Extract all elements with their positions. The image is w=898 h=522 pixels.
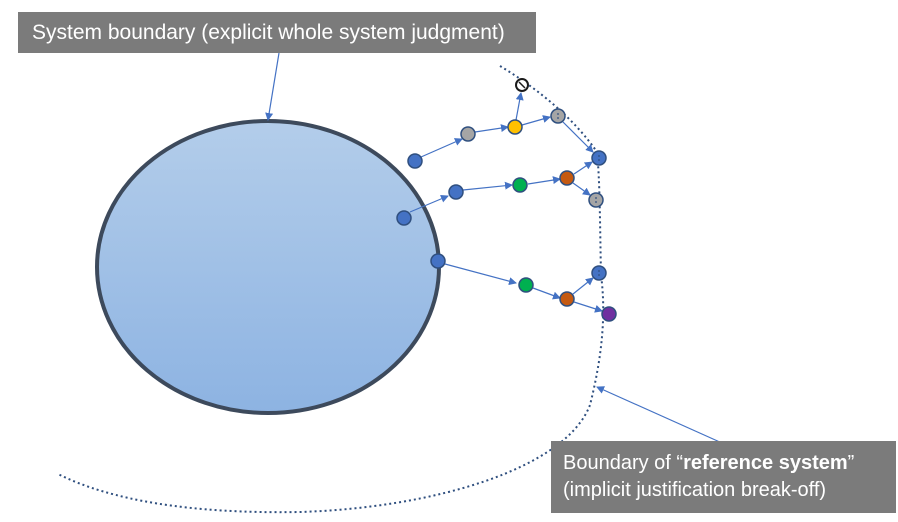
node-gray (588, 192, 604, 208)
nodes (396, 78, 617, 322)
reference-prefix: Boundary of “ (563, 452, 684, 474)
node-blue (430, 253, 446, 269)
node-orange (559, 291, 575, 307)
reference-boundary-label: Boundary of “reference system” (implicit… (551, 441, 896, 513)
system-boundary-label: System boundary (explicit whole system j… (18, 12, 536, 53)
justification-arrows (409, 92, 603, 313)
arrow (573, 161, 593, 175)
system-boundary-pointer (265, 52, 280, 121)
node-yellow (507, 119, 523, 135)
arrow (532, 287, 561, 300)
reference-boundary-pointer (596, 386, 723, 444)
reference-suffix: ” (847, 452, 855, 474)
arrow (474, 124, 509, 133)
reference-label-line2: (implicit justification break-off) (563, 479, 827, 501)
arrow (573, 301, 603, 313)
arrow (562, 121, 594, 153)
reference-label-line1: Boundary of “reference system” (563, 450, 896, 477)
node-gray (460, 126, 476, 142)
node-blue (407, 153, 423, 169)
arrow (515, 92, 524, 121)
node-purple (601, 306, 617, 322)
arrow (420, 138, 463, 158)
node-white-mark (518, 81, 526, 89)
boundary-node-marks (557, 113, 600, 276)
node-green (512, 177, 528, 193)
reference-bold: reference system (683, 452, 848, 474)
arrow (572, 277, 594, 295)
node-blue (591, 265, 607, 281)
node-orange (559, 170, 575, 186)
arrow (521, 115, 551, 126)
node-blue (591, 150, 607, 166)
node-blue (448, 184, 464, 200)
arrow (462, 181, 513, 191)
system-boundary-text: System boundary (explicit whole system j… (32, 21, 505, 44)
system-ellipse (95, 119, 441, 415)
arrow (444, 263, 517, 286)
node-gray (550, 108, 566, 124)
node-green (518, 277, 534, 293)
node-blue (396, 210, 412, 226)
arrow (527, 176, 561, 185)
arrow (572, 182, 591, 196)
arrow (409, 195, 449, 213)
